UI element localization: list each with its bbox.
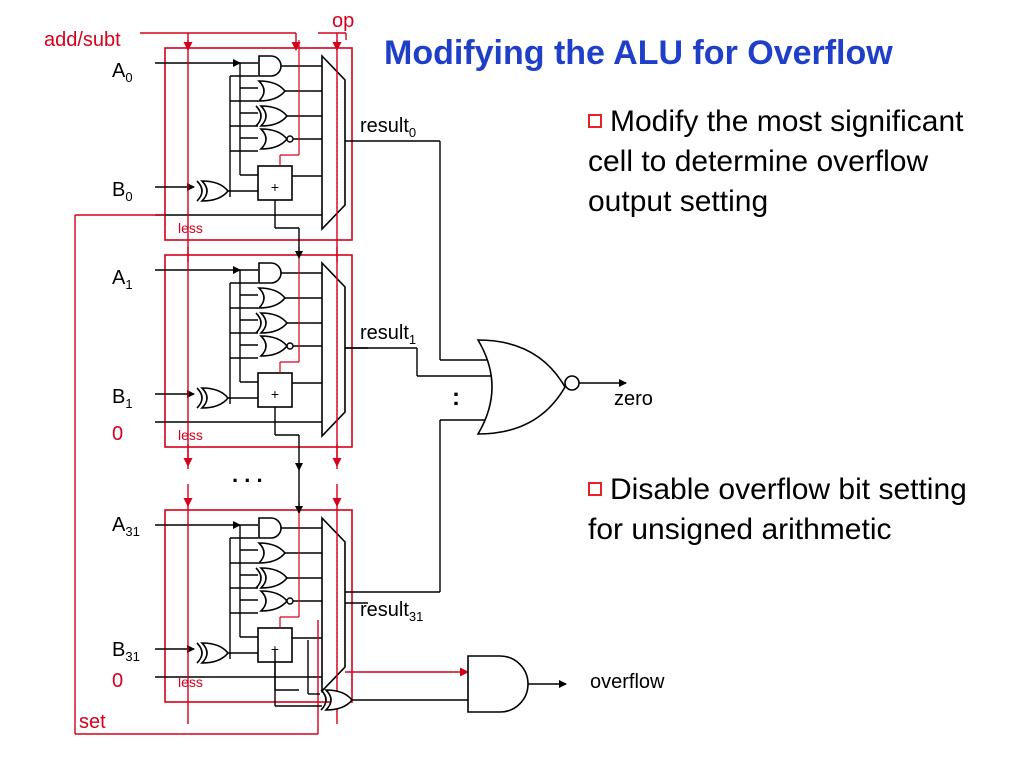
b-label: B31 bbox=[112, 639, 140, 664]
result-label: result0 bbox=[360, 115, 416, 140]
bullet-text: Modify the most significant cell to dete… bbox=[588, 105, 964, 218]
bullet-modify-msb: Modify the most significant cell to dete… bbox=[588, 102, 1008, 222]
a-label: A1 bbox=[112, 267, 133, 292]
cell-0-labels: A0 B0 less result0 bbox=[112, 60, 416, 236]
a-label: A31 bbox=[112, 514, 140, 539]
nor-inputs-ellipsis: : bbox=[452, 384, 460, 411]
nor-gate-icon bbox=[476, 339, 566, 435]
overflow-detect: overflow bbox=[274, 640, 665, 713]
and-gate-icon bbox=[467, 655, 529, 713]
bullet-box-icon bbox=[588, 482, 602, 496]
adder-symbol: + bbox=[271, 641, 279, 657]
cell-1-labels: A1 B1 0 less result1 bbox=[112, 267, 416, 445]
adder-symbol: + bbox=[271, 386, 279, 402]
less-label: less bbox=[178, 220, 203, 236]
less-in-label: 0 bbox=[112, 670, 123, 692]
b-label: B0 bbox=[112, 179, 133, 204]
zero-detect: : zero bbox=[345, 140, 653, 593]
bullet-text: Disable overflow bit setting for unsigne… bbox=[588, 473, 967, 546]
bullet-disable-overflow: Disable overflow bit setting for unsigne… bbox=[588, 470, 1008, 550]
result-label: result31 bbox=[360, 599, 423, 624]
slide-title: Modifying the ALU for Overflow bbox=[384, 34, 893, 72]
bullet-box-icon bbox=[588, 114, 602, 128]
b-label: B1 bbox=[112, 386, 133, 411]
zero-label: zero bbox=[614, 388, 653, 410]
cells-ellipsis: . . . bbox=[232, 462, 263, 487]
less-label: less bbox=[178, 674, 203, 690]
add-subt-label: add/subt bbox=[44, 29, 121, 51]
less-in-label: 0 bbox=[112, 423, 123, 445]
less-label: less bbox=[178, 427, 203, 443]
overflow-label: overflow bbox=[590, 671, 665, 693]
adder-symbol: + bbox=[271, 179, 279, 195]
cell-31-labels: A31 B31 0 less result31 bbox=[112, 514, 423, 692]
result-label: result1 bbox=[360, 322, 416, 347]
op-label: op bbox=[332, 10, 354, 32]
a-label: A0 bbox=[112, 60, 133, 85]
set-label: set bbox=[79, 711, 106, 733]
